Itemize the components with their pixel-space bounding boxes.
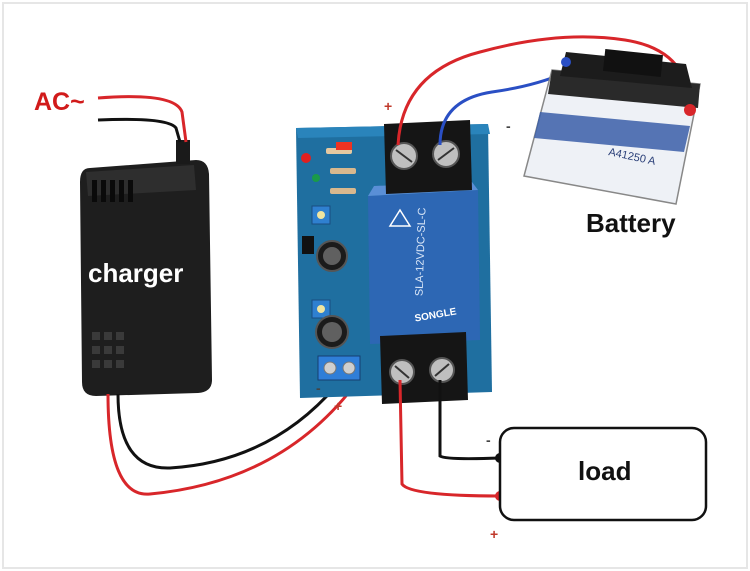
battery-negative-mark: -	[506, 118, 511, 134]
load-negative-mark: -	[486, 432, 491, 448]
load-positive-mark: +	[490, 526, 499, 542]
load-box	[498, 426, 708, 522]
charger-vent-slots	[92, 180, 133, 202]
ac-wire-red	[97, 95, 188, 143]
charger-out-wire-black	[116, 385, 338, 470]
battery-wire-red	[396, 35, 692, 146]
input-negative-mark: -	[316, 380, 321, 396]
battery-positive-mark: +	[384, 98, 393, 114]
top-terminal-block	[384, 120, 472, 194]
bottom-terminal-block	[380, 332, 468, 404]
charger-led-panel	[92, 332, 124, 368]
resistor-array	[326, 142, 356, 194]
ac-label: AC~	[34, 88, 85, 116]
charger-out-wire-red	[106, 385, 356, 496]
relay: SLA-12VDC-SL-C SONGLE	[368, 182, 480, 344]
battery-terminal-negative	[561, 57, 571, 67]
load-wire-black	[438, 380, 501, 461]
battery: A41250 A	[523, 49, 701, 205]
relay-model-text: SLA-12VDC-SL-C	[413, 207, 428, 296]
battery-wire-blue	[438, 72, 563, 146]
battery-label: Battery	[586, 208, 676, 238]
load-wire-red	[398, 379, 501, 498]
battery-terminal-positive	[684, 104, 696, 116]
ac-wire-black	[97, 117, 182, 143]
charger-label: charger	[88, 258, 184, 288]
charger-unit	[80, 140, 212, 396]
load-label: load	[578, 456, 632, 486]
status-led-red	[301, 153, 311, 163]
input-positive-mark: +	[334, 398, 343, 414]
status-led-green	[312, 174, 320, 182]
ic-chip	[302, 236, 314, 254]
charger-cable-strain-relief	[176, 140, 190, 164]
